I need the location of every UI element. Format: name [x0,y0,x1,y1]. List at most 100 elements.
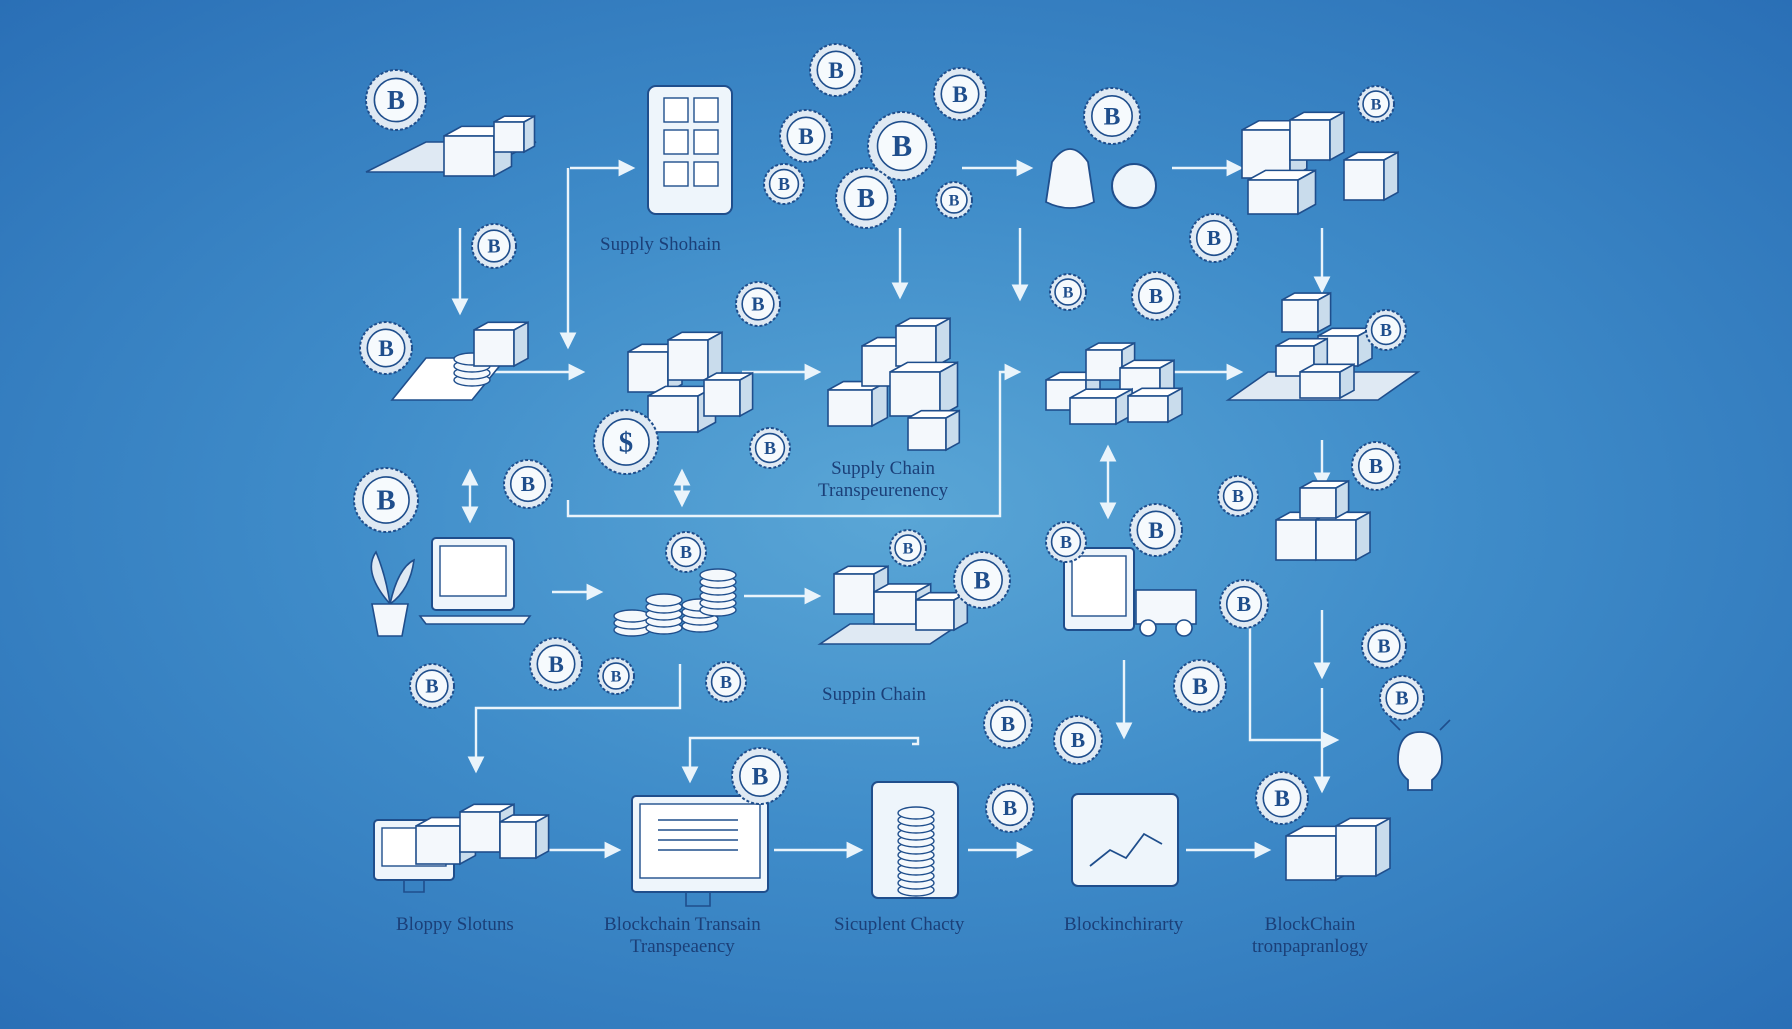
bitcoin-coin-icon: B [933,67,987,121]
bitcoin-coin-icon: B [1053,715,1103,765]
coin-symbol: B [1192,674,1208,700]
illustration-icons [365,85,1451,907]
coin-symbol: B [1395,688,1408,710]
label-bottom-4: Blockinchirarty [1064,914,1184,935]
coin-symbol: B [1274,786,1290,812]
coin-symbol: B [611,667,622,685]
box-group-icon [1045,341,1183,426]
coin-symbol: B [1369,454,1383,478]
coin-symbol: B [1377,636,1390,658]
label-mid-center-line1: Supply Chain [831,458,936,479]
bitcoin-coin-icon: B [503,459,553,509]
bitcoin-coin-icon: B [985,783,1035,833]
plant-icon [370,550,415,637]
bitcoin-coin-icon: B [1361,623,1407,669]
bitcoin-coin-icon: B [867,111,937,181]
coin-symbol: B [1149,284,1163,308]
bitcoin-coin-icon: B [665,531,707,573]
monitor-doc-icon [631,795,769,907]
bitcoin-coin-icon: B [749,427,791,469]
coin-symbol: B [378,336,394,362]
laptop-icon [418,537,532,625]
label-bottom-5: BlockChain tronpapranlogy [1252,914,1368,958]
label-bottom-1: Bloppy Slotuns [396,914,514,935]
label-bottom-5-line2: tronpapranlogy [1252,936,1369,957]
flow-arrow [467,664,682,774]
bitcoin-coin-icon: B [1219,579,1269,629]
label-bottom-5-line1: BlockChain [1264,914,1356,935]
coin-symbol: $ [619,427,633,459]
coin-symbol: B [1148,518,1164,544]
monitor-boxes-icon [373,802,550,893]
label-lower-center: Suppin Chain [822,684,926,705]
coin-symbol: B [1104,103,1121,130]
truck-screen-icon [1063,547,1197,637]
bitcoin-coin-icon: B [1351,441,1401,491]
bitcoin-coin-icon: B [1189,213,1239,263]
bitcoin-coin-icon: B [529,637,583,691]
bitcoin-coin-icon: B [597,657,635,695]
box-pile-icon [827,316,961,452]
bitcoin-coin-icon: B [763,163,805,205]
bitcoin-coin-icon: B [735,281,781,327]
coin-symbol: B [680,542,692,562]
chart-tablet-icon [1071,793,1179,887]
pallet-pile-icon [1225,291,1421,401]
coin-symbol: B [751,294,764,316]
coin-symbol: B [798,124,814,150]
coin-symbol: B [974,567,991,594]
bitcoin-coin-icon: B [935,181,973,219]
box-dolly-icon [1275,479,1371,562]
coin-symbol: B [487,236,500,258]
coin-symbol: B [1371,95,1382,113]
coin-piles-icon [613,568,737,637]
coin-symbol: B [857,183,875,213]
label-bottom-2-line2: Transpeaency [629,936,735,957]
bitcoin-coin-icon: B [731,747,789,805]
wrench-bag-icon [1045,148,1157,209]
coin-symbol: B [1380,320,1392,340]
coin-symbol: B [1003,796,1017,820]
label-mid-center: Supply Chain Transpeurenency [818,458,948,502]
coin-symbol: B [903,539,914,557]
pallet-goods-icon [817,564,969,645]
coin-symbol: B [1071,728,1085,752]
coin-symbol: B [752,763,769,790]
bitcoin-coin-icon: B [889,529,927,567]
label-bottom-2: Blockchain Transain Transpeaency [604,914,761,958]
pallet-boxes-icon [365,114,537,178]
flow-connectors [451,159,1340,859]
bitcoin-coin-icon: B [983,699,1033,749]
label-bottom-2-line1: Blockchain Transain [604,914,761,935]
bitcoin-coin-icon: B [1379,675,1425,721]
bitcoin-coin-icon: B [779,109,833,163]
coin-symbol: B [949,191,960,209]
bitcoin-coin-icon: B [1255,771,1309,825]
bitcoin-coin-icon: $ [593,409,659,475]
coin-symbol: B [892,129,912,163]
coin-symbol: B [764,438,776,458]
box-stack-icon [1241,110,1399,216]
bitcoin-coin-icon: B [835,167,897,229]
coin-symbol: B [720,672,732,692]
bitcoin-coin-icon: B [1173,659,1227,713]
coin-symbol: B [828,58,844,84]
bitcoin-coin-icon: B [1045,521,1087,563]
bitcoin-coin-icon: B [1131,271,1181,321]
coin-symbol: B [521,472,535,496]
tablet-icon [647,85,733,215]
bitcoin-coin-icon: B [953,551,1011,609]
coin-symbol: B [1237,592,1251,616]
bitcoin-coin-icon: B [1357,85,1395,123]
bitcoin-coin-icon: B [1083,87,1141,145]
label-mid-center-line2: Transpeurenency [818,480,949,501]
bitcoin-coin-icon: B [1049,273,1087,311]
bitcoin-coin-icon: B [365,69,427,131]
bitcoin-coin-icon: B [1365,309,1407,351]
flow-arrow [681,736,920,784]
bitcoin-coin-icon: B [409,663,455,709]
coin-symbol: B [1063,283,1074,301]
bitcoin-coin-icon: B [359,321,413,375]
